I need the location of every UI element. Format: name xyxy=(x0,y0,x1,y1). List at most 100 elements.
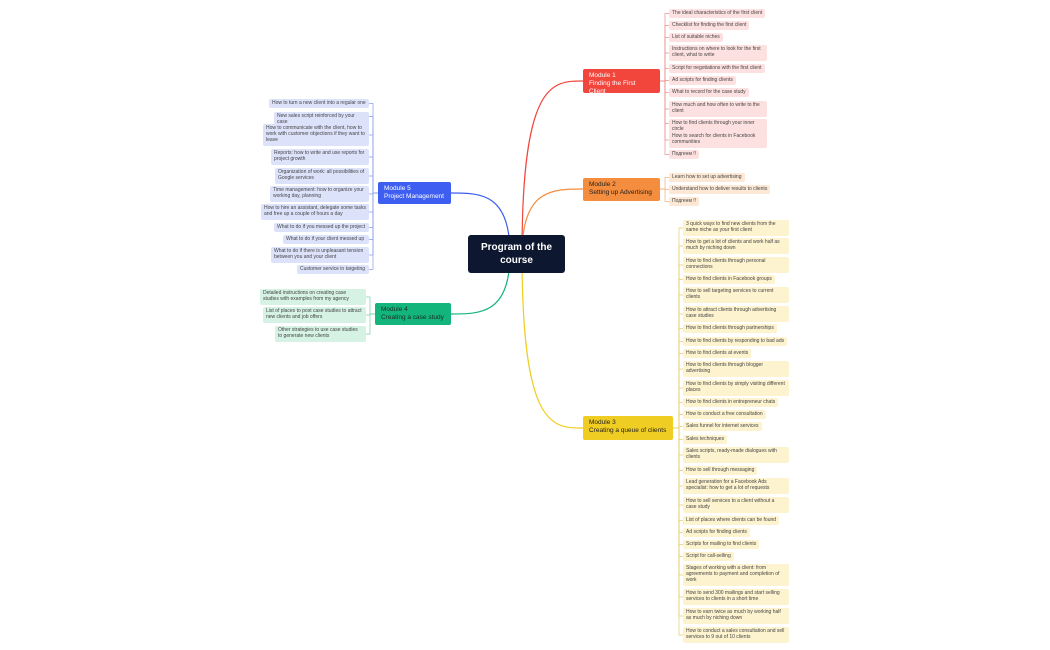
m3-topic[interactable]: How to sell targeting services to curren… xyxy=(683,287,789,303)
module-1-label: Module 1 xyxy=(589,72,616,79)
m3-topic[interactable]: How to find clients through personal con… xyxy=(683,257,789,273)
m5-topic[interactable]: How to communicate with the client, how … xyxy=(263,124,369,146)
m4-link xyxy=(366,296,375,315)
m1-topic[interactable]: Instructions on where to look for the fi… xyxy=(669,45,767,61)
m3-topic[interactable]: How to find clients through blogger adve… xyxy=(683,361,789,377)
m3-link xyxy=(673,313,683,429)
m3-topic[interactable]: List of places where clients can be foun… xyxy=(683,516,780,525)
m2-topic[interactable]: Learn how to set up advertising xyxy=(669,173,745,182)
m5-topic[interactable]: Reports: how to write and use reports fo… xyxy=(271,149,369,165)
m3-topic[interactable]: How to find clients in Facebook groups xyxy=(683,275,775,284)
m3-link xyxy=(673,294,683,429)
m1-link xyxy=(660,13,669,82)
m3-topic[interactable]: Lead generation for a Facebook Ads speci… xyxy=(683,478,789,494)
m3-link xyxy=(673,387,683,429)
m1-topic[interactable]: Checklist for finding the first client xyxy=(669,21,750,30)
m2-topic[interactable]: Подгенм !! xyxy=(669,197,700,206)
m3-link xyxy=(673,427,683,487)
m3-topic[interactable]: How to conduct a free consultation xyxy=(683,410,766,419)
module-2-label: Module 2 xyxy=(589,181,616,188)
m3-topic[interactable]: How to attract clients through advertisi… xyxy=(683,306,789,322)
m3-topic[interactable]: How to find clients by simply visiting d… xyxy=(683,380,789,396)
module-5-node[interactable]: Module 5 Project Management xyxy=(378,182,451,204)
m5-link xyxy=(369,192,378,213)
m1-topic[interactable]: What to record for the case study xyxy=(669,88,749,97)
m3-topic[interactable]: Sales scripts, ready-made dialogues with… xyxy=(683,447,789,463)
m1-link xyxy=(660,37,669,82)
central-link-m2 xyxy=(521,188,584,255)
module-2-node[interactable]: Module 2 Setting up Advertising xyxy=(583,178,660,201)
central-link-m1 xyxy=(521,80,584,255)
m5-topic[interactable]: How to turn a new client into a regular … xyxy=(269,99,369,108)
m5-topic[interactable]: Time management: how to organize your wo… xyxy=(270,186,369,202)
m3-topic[interactable]: 3 quick ways to find new clients from th… xyxy=(683,220,789,236)
m3-topic[interactable]: Scripts for mailing to find clients xyxy=(683,540,760,549)
m5-topic[interactable]: What to do if your client messed up xyxy=(283,235,369,244)
m1-topic[interactable]: How to find clients through your inner c… xyxy=(669,119,767,133)
m1-topic[interactable]: Ad scripts for finding clients xyxy=(669,76,736,85)
m5-topic[interactable]: How to hire an assistant, delegate some … xyxy=(261,204,369,220)
m5-topic[interactable]: What to do if you messed up the project xyxy=(274,223,369,232)
m5-topic[interactable]: Customer service in targeting xyxy=(297,265,369,274)
central-title: Program of the course xyxy=(480,242,553,266)
m4-topic[interactable]: Other strategies to use case studies to … xyxy=(275,326,366,342)
m3-topic[interactable]: How to find clients by responding to bad… xyxy=(683,337,788,346)
m1-link xyxy=(660,68,669,82)
m3-topic[interactable]: How to find clients in entrepreneur chat… xyxy=(683,398,779,407)
module-3-node[interactable]: Module 3 Creating a queue of clients xyxy=(583,416,673,440)
m3-topic[interactable]: Script for call-selling xyxy=(683,552,734,561)
m3-topic[interactable]: How to find clients at events xyxy=(683,349,752,358)
module-4-title: Creating a case study xyxy=(381,314,444,321)
m3-topic[interactable]: How to earn twice as much by working hal… xyxy=(683,608,789,624)
m3-link xyxy=(673,427,683,456)
m1-topic[interactable]: How to search for clients in Facebook co… xyxy=(669,132,767,148)
m3-link xyxy=(673,341,683,429)
m5-topic[interactable]: New sales script reinforced by your case xyxy=(274,112,369,126)
m4-topic[interactable]: List of places to post case studies to a… xyxy=(263,307,366,323)
m3-link xyxy=(673,427,683,636)
m3-link xyxy=(673,328,683,429)
module-1-node[interactable]: Module 1 Finding the First Client xyxy=(583,69,660,95)
central-topic[interactable]: Program of the course xyxy=(468,235,565,273)
m3-topic[interactable]: How to send 300 mailings and start selli… xyxy=(683,589,789,605)
m5-link xyxy=(369,156,378,194)
module-3-label: Module 3 xyxy=(589,419,616,426)
m1-link xyxy=(660,80,669,124)
m5-topic[interactable]: Organization of work: all possibilities … xyxy=(275,168,369,184)
module-5-label: Module 5 xyxy=(384,185,411,192)
m4-topic[interactable]: Detailed instructions on creating case s… xyxy=(260,289,366,305)
m3-link xyxy=(673,353,683,429)
m3-topic[interactable]: How to sell services to a client without… xyxy=(683,497,789,513)
m5-link xyxy=(369,192,378,228)
m3-topic[interactable]: Sales funnel for internet services xyxy=(683,422,762,431)
m3-link xyxy=(673,427,683,440)
m3-topic[interactable]: How to conduct a sales consultation and … xyxy=(683,627,789,643)
m3-topic[interactable]: Sales techniques xyxy=(683,435,728,444)
m1-topic[interactable]: The ideal characteristics of the first c… xyxy=(669,9,766,18)
m1-topic[interactable]: List of suitable niches xyxy=(669,33,723,42)
m1-link xyxy=(660,80,669,110)
m2-link xyxy=(660,188,669,202)
m5-link xyxy=(369,103,378,194)
m3-link xyxy=(673,427,683,598)
m3-topic[interactable]: Stages of working with a client: from ag… xyxy=(683,564,789,586)
m5-link xyxy=(369,192,378,256)
m1-topic[interactable]: Script for negotiations with the first c… xyxy=(669,64,765,73)
m1-topic[interactable]: Подгенм !! xyxy=(669,150,700,159)
m3-link xyxy=(673,427,683,471)
module-4-node[interactable]: Module 4 Creating a case study xyxy=(375,303,451,325)
m3-topic[interactable]: Ad scripts for finding clients xyxy=(683,528,750,537)
central-link-m3 xyxy=(521,253,584,429)
m5-topic[interactable]: What to do if there is unpleasant tensio… xyxy=(271,247,369,263)
m5-link xyxy=(369,116,378,194)
module-2-title: Setting up Advertising xyxy=(589,189,652,196)
m3-topic[interactable]: How to get a lot of clients and work hal… xyxy=(683,238,789,254)
m3-link xyxy=(673,427,683,533)
m1-topic[interactable]: How much and how often to write to the c… xyxy=(669,101,767,117)
m2-topic[interactable]: Understand how to deliver results to cli… xyxy=(669,185,771,194)
m1-link xyxy=(660,80,669,155)
m3-topic[interactable]: How to sell through messaging xyxy=(683,466,758,475)
m5-link xyxy=(369,175,378,194)
m3-topic[interactable]: How to find clients through partnerships xyxy=(683,324,777,333)
